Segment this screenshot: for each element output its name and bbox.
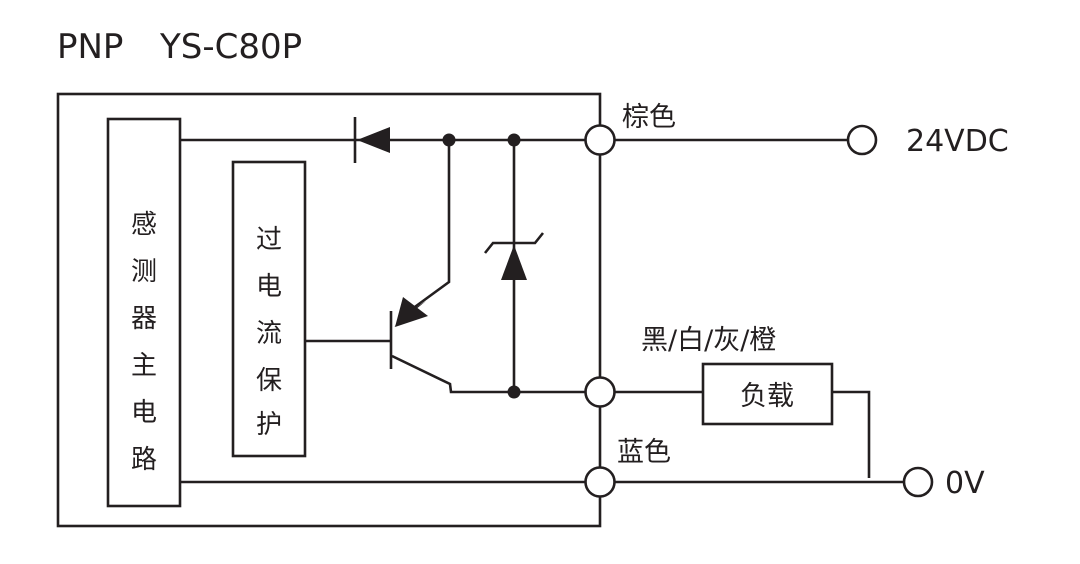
load-label: 负载	[740, 381, 794, 412]
svg-text:主: 主	[131, 351, 157, 381]
junction-dot	[507, 385, 521, 399]
main-circuit-block	[106, 117, 182, 508]
output-wire-label: 黑/白/灰/橙	[641, 325, 776, 356]
model-label: YS-C80P	[159, 27, 302, 67]
main-circuit-label: 感 测 器 主 电 路	[131, 210, 157, 475]
brown-wire-label: 棕色	[622, 102, 676, 133]
diode-icon	[353, 117, 390, 163]
svg-text:过: 过	[256, 225, 282, 255]
type-label: PNP	[57, 27, 123, 67]
svg-text:路: 路	[131, 445, 157, 475]
blue-terminal	[584, 466, 616, 498]
svg-text:电: 电	[256, 272, 282, 302]
svg-text:护: 护	[256, 410, 282, 440]
supply-voltage-label: 24VDC	[906, 124, 1009, 159]
zener-diode-icon	[483, 140, 545, 392]
supply-positive-terminal	[846, 124, 878, 156]
svg-text:保: 保	[256, 366, 282, 396]
overcurrent-protection-label: 过 电 流 保 护	[256, 225, 282, 440]
svg-text:电: 电	[131, 398, 157, 428]
brown-terminal	[584, 124, 616, 156]
supply-ground-terminal	[902, 466, 934, 498]
overcurrent-protection-block	[231, 160, 307, 458]
ground-label: 0V	[945, 466, 985, 501]
load-return-wire	[832, 390, 871, 478]
load-block	[701, 362, 834, 426]
svg-text:流: 流	[256, 319, 282, 349]
output-terminal	[584, 376, 616, 408]
svg-text:感: 感	[131, 210, 157, 240]
blue-wire-label: 蓝色	[617, 437, 671, 468]
svg-text:器: 器	[131, 304, 157, 334]
svg-text:测: 测	[131, 257, 157, 287]
